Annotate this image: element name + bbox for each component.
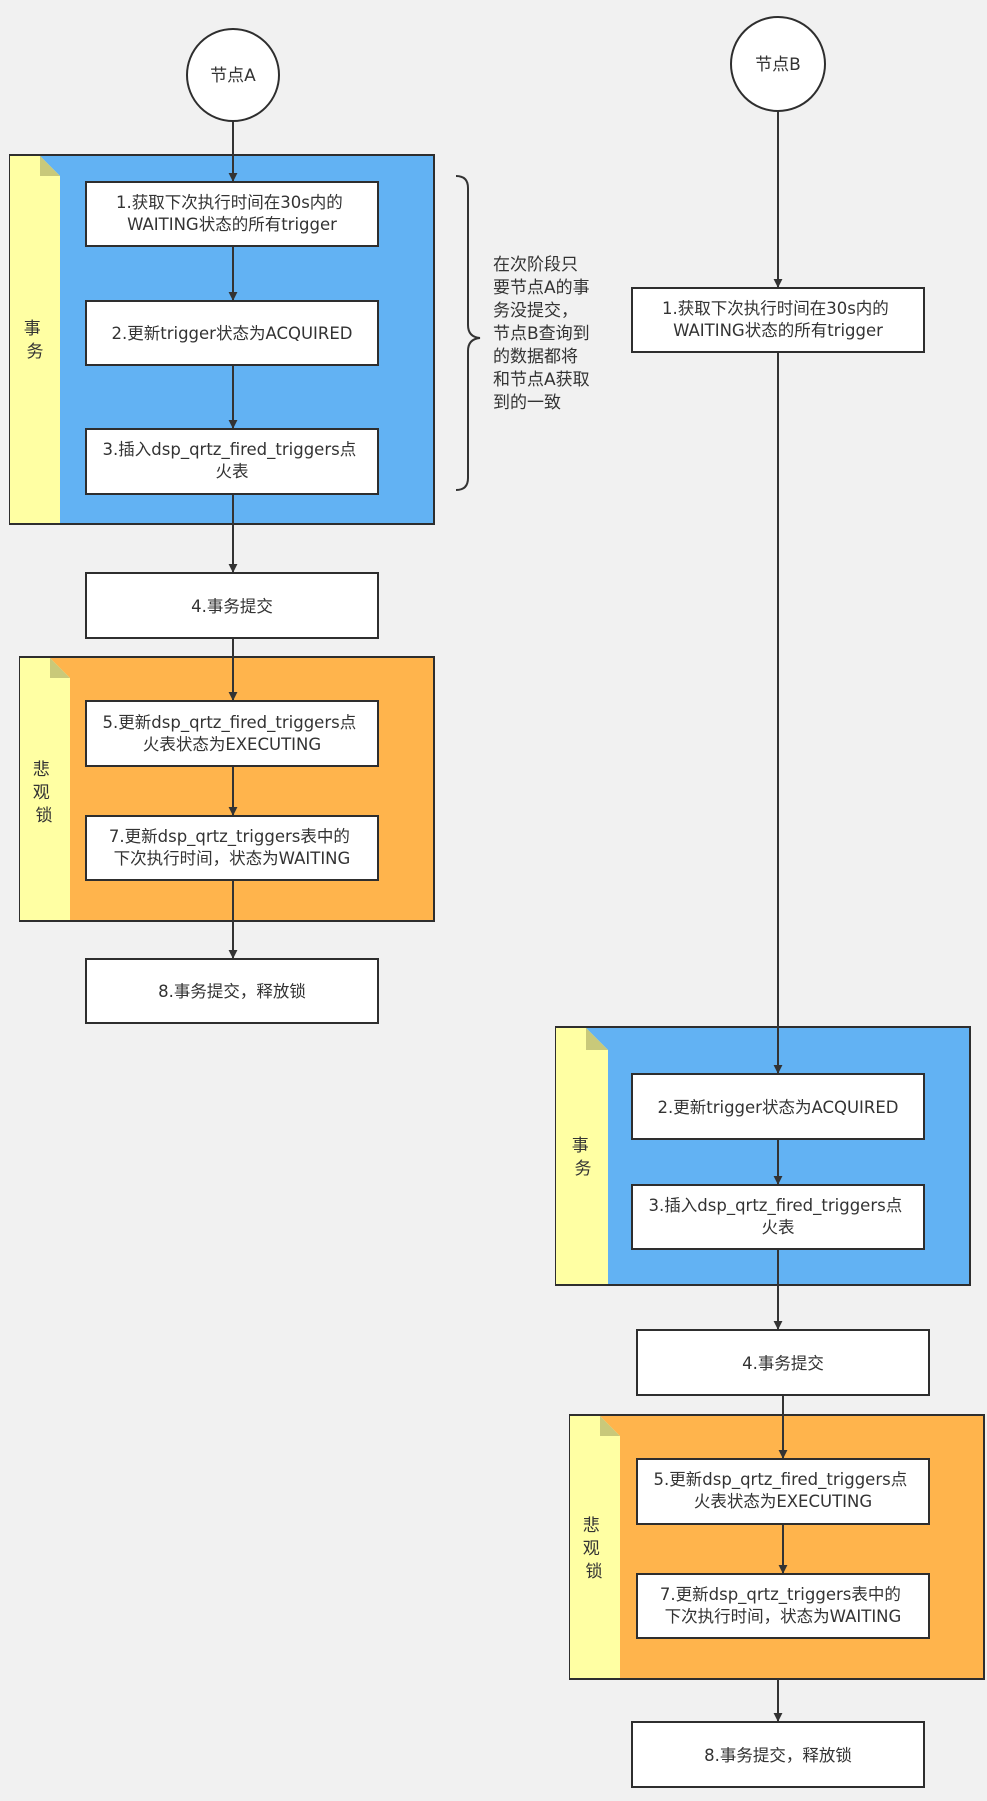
- lock-frame-b: 悲 观 锁: [569, 1414, 985, 1680]
- step-b-2-text: 2.更新trigger状态为ACQUIRED: [657, 1098, 898, 1117]
- step-b-4-text: 4.事务提交: [742, 1354, 824, 1373]
- node-a-label: 节点A: [210, 66, 256, 86]
- step-a-8-text: 8.事务提交，释放锁: [158, 982, 306, 1001]
- step-a-5[interactable]: 5.更新dsp_qrtz_fired_triggers点 火表状态为EXECUT…: [85, 700, 379, 767]
- lock-frame-a: 悲 观 锁: [19, 656, 435, 922]
- lock-label-b: 悲 观 锁: [583, 1516, 605, 1582]
- step-b-1-text: 1.获取下次执行时间在30s内的 WAITING状态的所有trigger: [662, 299, 894, 340]
- step-a-4-text: 4.事务提交: [191, 597, 273, 616]
- step-b-7-text: 7.更新dsp_qrtz_triggers表中的 下次执行时间，状态为WAITI…: [660, 1585, 906, 1626]
- step-b-1[interactable]: 1.获取下次执行时间在30s内的 WAITING状态的所有trigger: [631, 287, 925, 353]
- step-b-8[interactable]: 8.事务提交，释放锁: [631, 1721, 925, 1788]
- step-a-1[interactable]: 1.获取下次执行时间在30s内的 WAITING状态的所有trigger: [85, 181, 379, 247]
- step-b-4[interactable]: 4.事务提交: [636, 1329, 930, 1396]
- step-b-8-text: 8.事务提交，释放锁: [704, 1746, 852, 1765]
- step-a-8[interactable]: 8.事务提交，释放锁: [85, 958, 379, 1024]
- annotation-text: 在次阶段只 要节点A的事 务没提交， 节点B查询到 的数据都将 和节点A获取 到…: [493, 255, 595, 413]
- step-b-5-text: 5.更新dsp_qrtz_fired_triggers点 火表状态为EXECUT…: [654, 1470, 913, 1511]
- node-b[interactable]: 节点B: [730, 16, 826, 112]
- connectors-b: [773, 110, 788, 1722]
- step-a-7-text: 7.更新dsp_qrtz_triggers表中的 下次执行时间，状态为WAITI…: [109, 827, 355, 868]
- flow-b: 事 务 悲 观 锁 节点B: [555, 16, 985, 1788]
- step-b-3[interactable]: 3.插入dsp_qrtz_fired_triggers点 火表: [631, 1184, 925, 1250]
- step-a-7[interactable]: 7.更新dsp_qrtz_triggers表中的 下次执行时间，状态为WAITI…: [85, 815, 379, 881]
- step-b-2[interactable]: 2.更新trigger状态为ACQUIRED: [631, 1073, 925, 1140]
- step-a-3-text: 3.插入dsp_qrtz_fired_triggers点 火表: [103, 440, 362, 481]
- step-a-5-text: 5.更新dsp_qrtz_fired_triggers点 火表状态为EXECUT…: [103, 713, 362, 754]
- step-a-3[interactable]: 3.插入dsp_qrtz_fired_triggers点 火表: [85, 428, 379, 495]
- step-a-4[interactable]: 4.事务提交: [85, 572, 379, 639]
- curly-brace: [455, 175, 481, 491]
- node-a[interactable]: 节点A: [186, 28, 280, 122]
- step-a-2[interactable]: 2.更新trigger状态为ACQUIRED: [85, 300, 379, 366]
- annotation: 在次阶段只 要节点A的事 务没提交， 节点B查询到 的数据都将 和节点A获取 到…: [455, 175, 595, 491]
- step-a-2-text: 2.更新trigger状态为ACQUIRED: [111, 324, 352, 343]
- step-a-1-text: 1.获取下次执行时间在30s内的 WAITING状态的所有trigger: [116, 193, 348, 234]
- step-b-3-text: 3.插入dsp_qrtz_fired_triggers点 火表: [649, 1196, 908, 1237]
- lock-label-a: 悲 观 锁: [33, 760, 55, 826]
- transaction-label-b: 事 务: [572, 1136, 594, 1179]
- step-b-7[interactable]: 7.更新dsp_qrtz_triggers表中的 下次执行时间，状态为WAITI…: [636, 1573, 930, 1639]
- node-b-label: 节点B: [755, 55, 801, 75]
- flow-a: 事 务 悲 观 锁 节点A: [9, 28, 435, 1024]
- step-b-5[interactable]: 5.更新dsp_qrtz_fired_triggers点 火表状态为EXECUT…: [636, 1458, 930, 1525]
- transaction-label-a: 事 务: [24, 319, 46, 362]
